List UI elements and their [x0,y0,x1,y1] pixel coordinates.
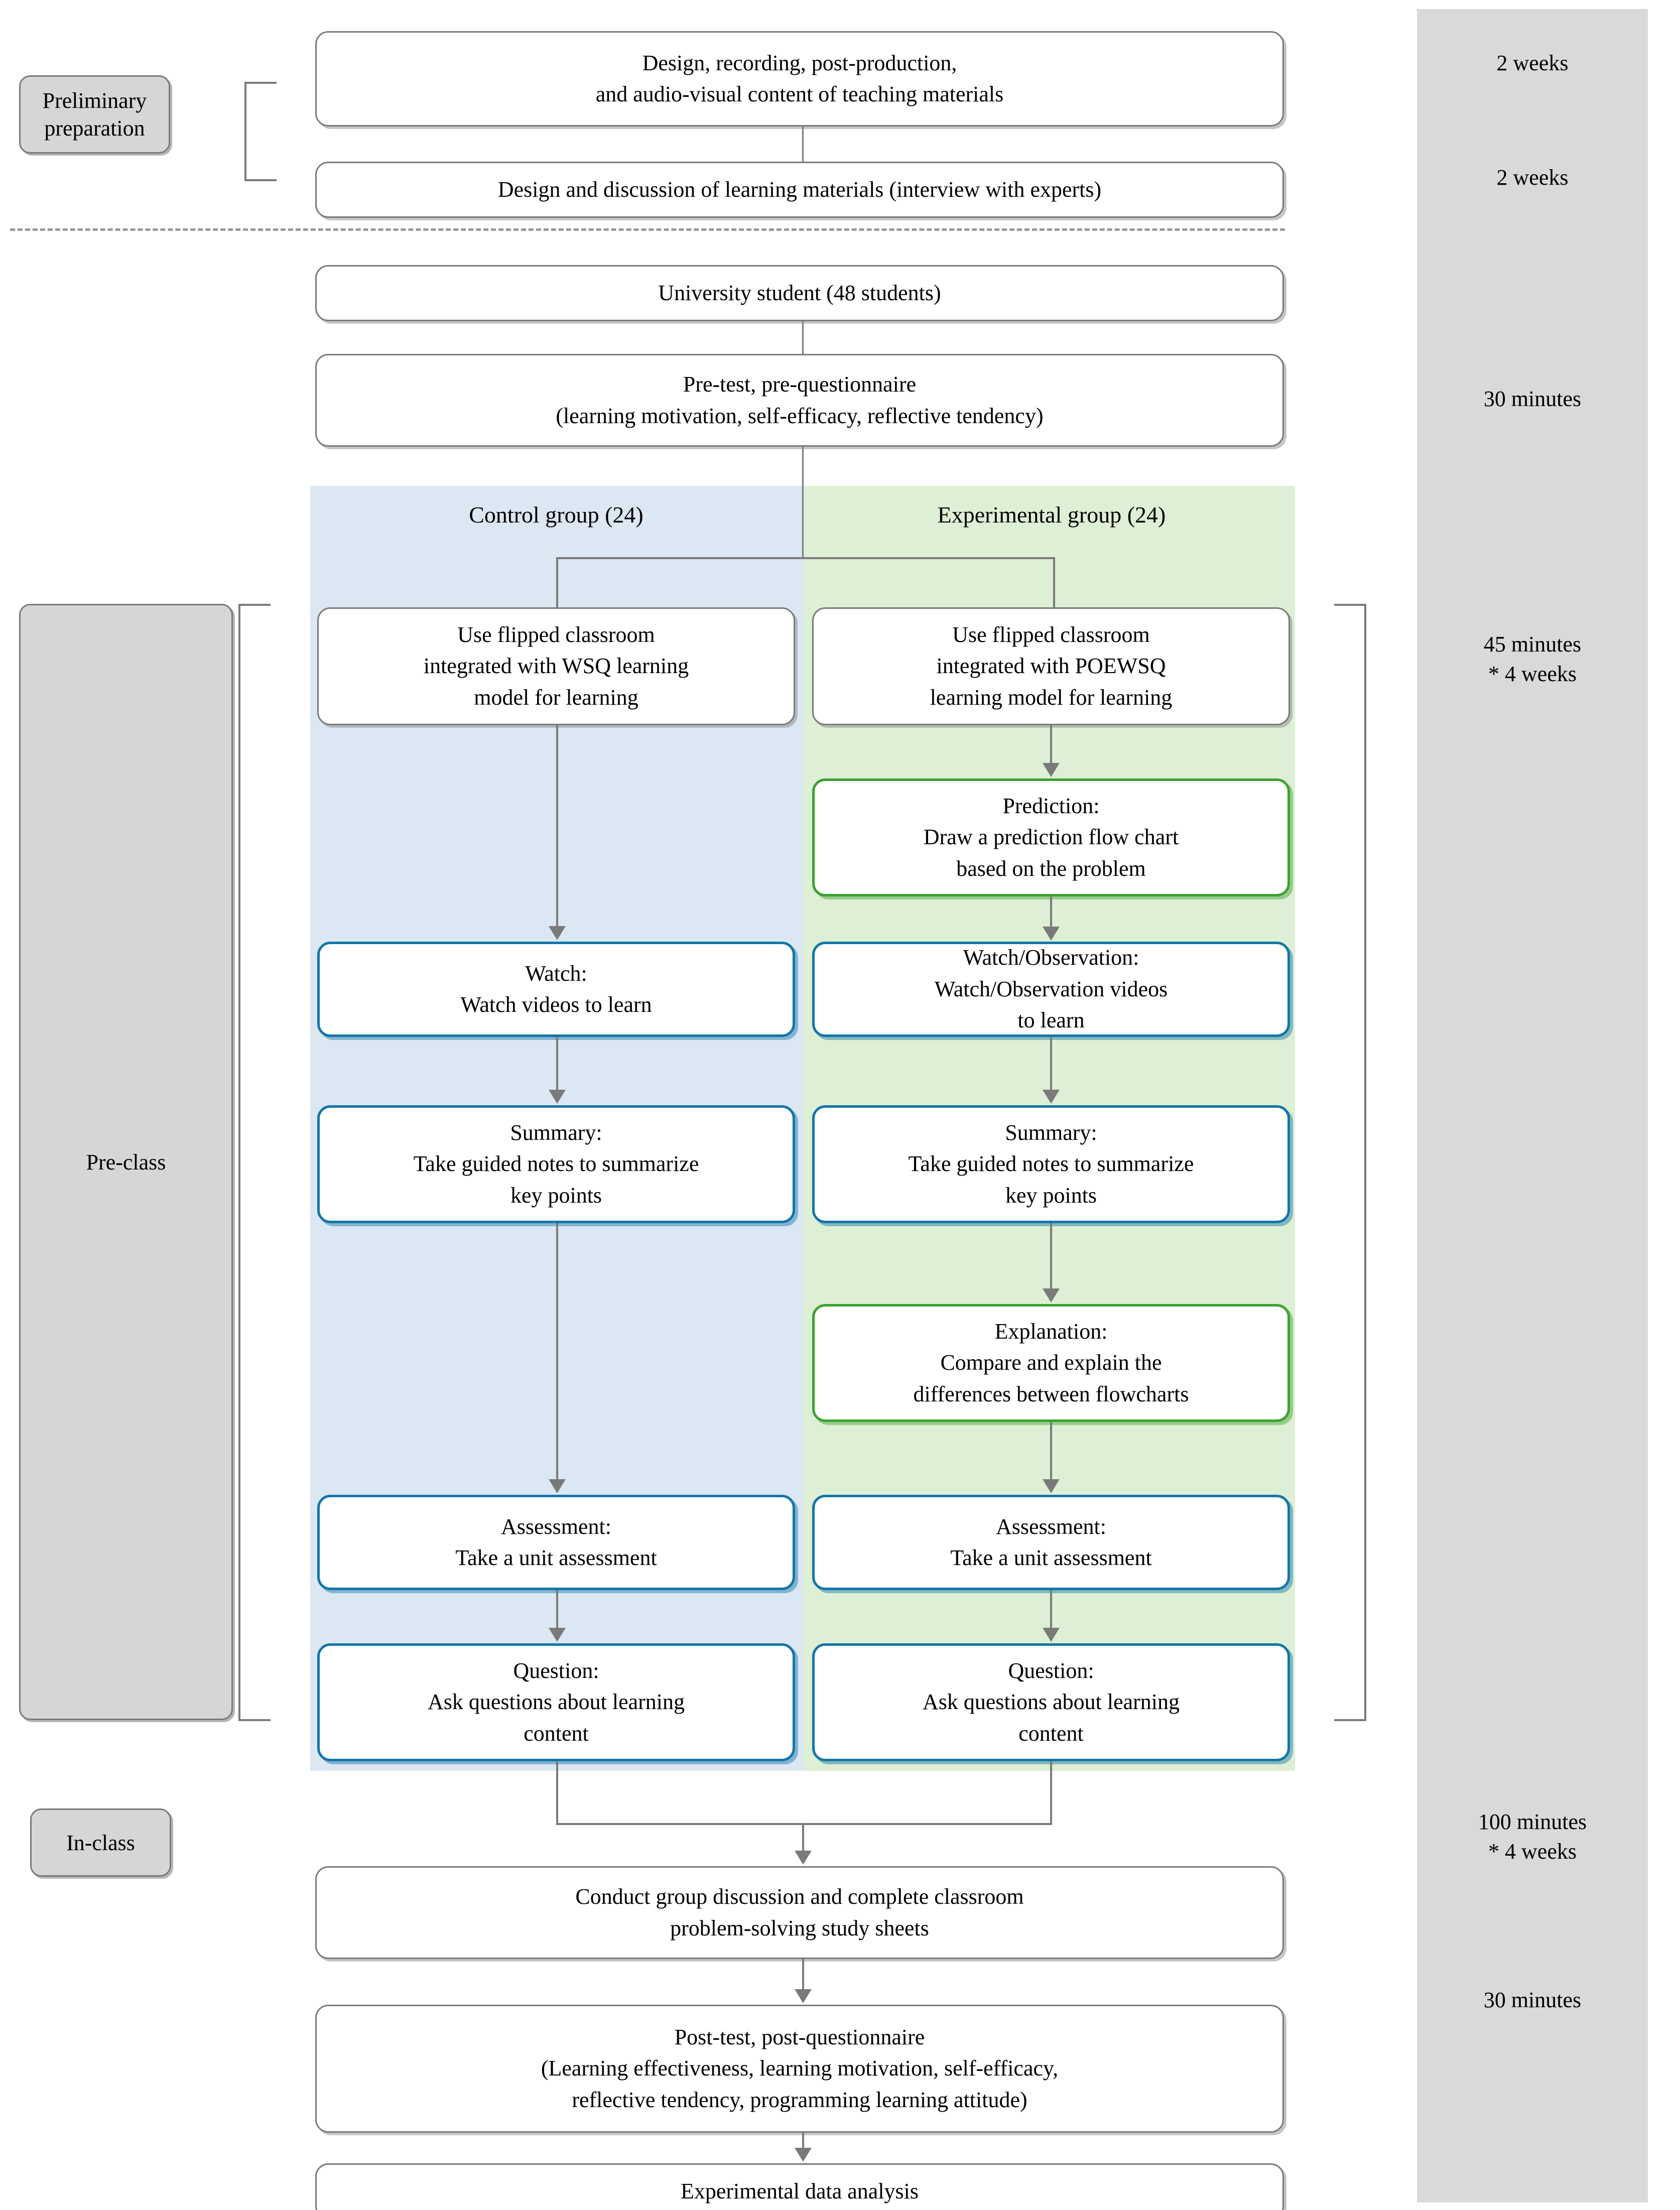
box-pretest[interactable]: Pre-test, pre-questionnaire (learning mo… [315,354,1284,447]
duration-preclass: 45 minutes * 4 weeks [1483,632,1582,687]
box-control-summary[interactable]: Summary: Take guided notes to summarize … [317,1105,795,1223]
arrowhead-control-watch [549,926,566,940]
connector-exp-summary-to-explanation [1050,1223,1052,1288]
connector-control-assessment-to-question [556,1590,558,1628]
arrowhead-exp-watch [1043,927,1060,941]
connector-discussion-to-posttest [802,1959,804,1989]
box-experimental-watch[interactable]: Watch/Observation: Watch/Observation vid… [812,942,1290,1037]
stage-in-class: In-class [30,1808,171,1877]
box-university-student-label: University student (48 students) [658,280,941,305]
merge-bar [556,1823,1052,1825]
duration-pretest: 30 minutes [1483,386,1582,411]
arrowhead-control-question [549,1628,566,1642]
box-experimental-question[interactable]: Question: Ask questions about learning c… [812,1643,1290,1761]
duration-inclass: 100 minutes * 4 weeks [1478,1809,1587,1864]
box-experimental-summary-label: Summary: Take guided notes to summarize … [908,1120,1194,1208]
connector-exp-question-down [1050,1761,1052,1825]
arrowhead-prediction [1043,763,1060,777]
box-design-recording-label: Design, recording, post-production, and … [595,50,1004,106]
arrowhead-exp-question [1043,1628,1060,1642]
connector-pretest-to-split [802,447,804,557]
box-explanation-label: Explanation: Compare and explain the dif… [913,1319,1189,1406]
box-prediction-label: Prediction: Draw a prediction flow chart… [923,793,1179,881]
box-explanation[interactable]: Explanation: Compare and explain the dif… [812,1304,1290,1422]
box-control-watch[interactable]: Watch: Watch videos to learn [317,942,795,1037]
box-posttest[interactable]: Post-test, post-questionnaire (Learning … [315,2005,1284,2133]
box-experimental-watch-label: Watch/Observation: Watch/Observation vid… [934,945,1168,1033]
connector-merge-to-discussion [802,1823,804,1851]
duration-design-recording: 2 weeks [1496,51,1569,75]
header-control-group: Control group (24) [469,502,643,528]
stage-preliminary-label: Preliminary preparation [42,88,147,141]
box-design-recording[interactable]: Design, recording, post-production, and … [315,31,1284,126]
box-design-discussion[interactable]: Design and discussion of learning materi… [315,162,1284,218]
connector-explanation-to-assessment [1050,1422,1052,1479]
connector-control-question-down [556,1761,558,1825]
box-experimental-assessment-label: Assessment: Take a unit assessment [950,1514,1152,1570]
pre-class-bracket-left [238,604,271,1721]
box-pretest-label: Pre-test, pre-questionnaire (learning mo… [556,372,1044,428]
box-university-student[interactable]: University student (48 students) [315,265,1284,321]
arrowhead-exp-summary [1043,1090,1060,1104]
stage-pre-class-label: Pre-class [86,1149,166,1175]
arrowhead-exp-assessment [1043,1479,1060,1493]
arrowhead-posttest [795,1989,812,2003]
box-control-question[interactable]: Question: Ask questions about learning c… [317,1643,795,1761]
arrowhead-control-summary [549,1090,566,1104]
preliminary-bracket [244,82,277,181]
stage-preliminary-preparation: Preliminary preparation [19,75,170,154]
duration-posttest: 30 minutes [1483,1988,1582,2012]
box-prediction[interactable]: Prediction: Draw a prediction flow chart… [812,778,1290,896]
header-experimental-group: Experimental group (24) [937,502,1166,528]
connector-student-to-pretest [802,321,804,354]
stage-pre-class: Pre-class [19,604,233,1720]
box-group-discussion[interactable]: Conduct group discussion and complete cl… [315,1866,1284,1959]
connector-exp-assessment-to-question [1050,1590,1052,1628]
box-experimental-assessment[interactable]: Assessment: Take a unit assessment [812,1495,1290,1590]
box-control-question-label: Question: Ask questions about learning c… [427,1658,685,1746]
connector-design-to-discussion [802,126,804,162]
box-control-assessment[interactable]: Assessment: Take a unit assessment [317,1495,795,1590]
phase-divider [10,228,1285,231]
box-posttest-label: Post-test, post-questionnaire (Learning … [541,2024,1059,2112]
box-group-discussion-label: Conduct group discussion and complete cl… [575,1884,1024,1940]
box-control-assessment-label: Assessment: Take a unit assessment [455,1514,657,1570]
duration-design-discussion: 2 weeks [1496,165,1569,190]
connector-split-to-exp-model [1053,557,1055,607]
box-data-analysis-label: Experimental data analysis [680,2178,919,2203]
box-experimental-model-label: Use flipped classroom integrated with PO… [930,622,1173,710]
box-control-watch-label: Watch: Watch videos to learn [460,961,652,1017]
box-control-summary-label: Summary: Take guided notes to summarize … [413,1120,699,1208]
box-data-analysis[interactable]: Experimental data analysis [315,2163,1284,2210]
connector-split-to-control-model [556,557,558,607]
box-control-model-label: Use flipped classroom integrated with WS… [423,622,689,710]
box-experimental-model[interactable]: Use flipped classroom integrated with PO… [812,607,1290,725]
connector-posttest-to-analysis [802,2133,804,2148]
box-control-model[interactable]: Use flipped classroom integrated with WS… [317,607,795,725]
box-experimental-summary[interactable]: Summary: Take guided notes to summarize … [812,1105,1290,1223]
connector-exp-model-to-prediction [1050,725,1052,763]
connector-control-model-to-watch [556,725,558,926]
arrowhead-control-assessment [549,1479,566,1493]
connector-exp-watch-to-summary [1050,1037,1052,1090]
duration-sidebar [1417,9,1648,2202]
arrowhead-data-analysis [795,2148,812,2162]
stage-in-class-label: In-class [66,1830,135,1855]
box-experimental-question-label: Question: Ask questions about learning c… [922,1658,1180,1746]
group-split-bar [556,557,1055,559]
arrowhead-explanation [1043,1288,1060,1303]
box-design-discussion-label: Design and discussion of learning materi… [497,177,1102,202]
connector-control-summary-to-assessment [556,1223,558,1479]
connector-control-watch-to-summary [556,1037,558,1090]
connector-prediction-to-watch [1050,896,1052,927]
pre-class-bracket-right [1334,604,1366,1721]
arrowhead-group-discussion [795,1851,812,1865]
